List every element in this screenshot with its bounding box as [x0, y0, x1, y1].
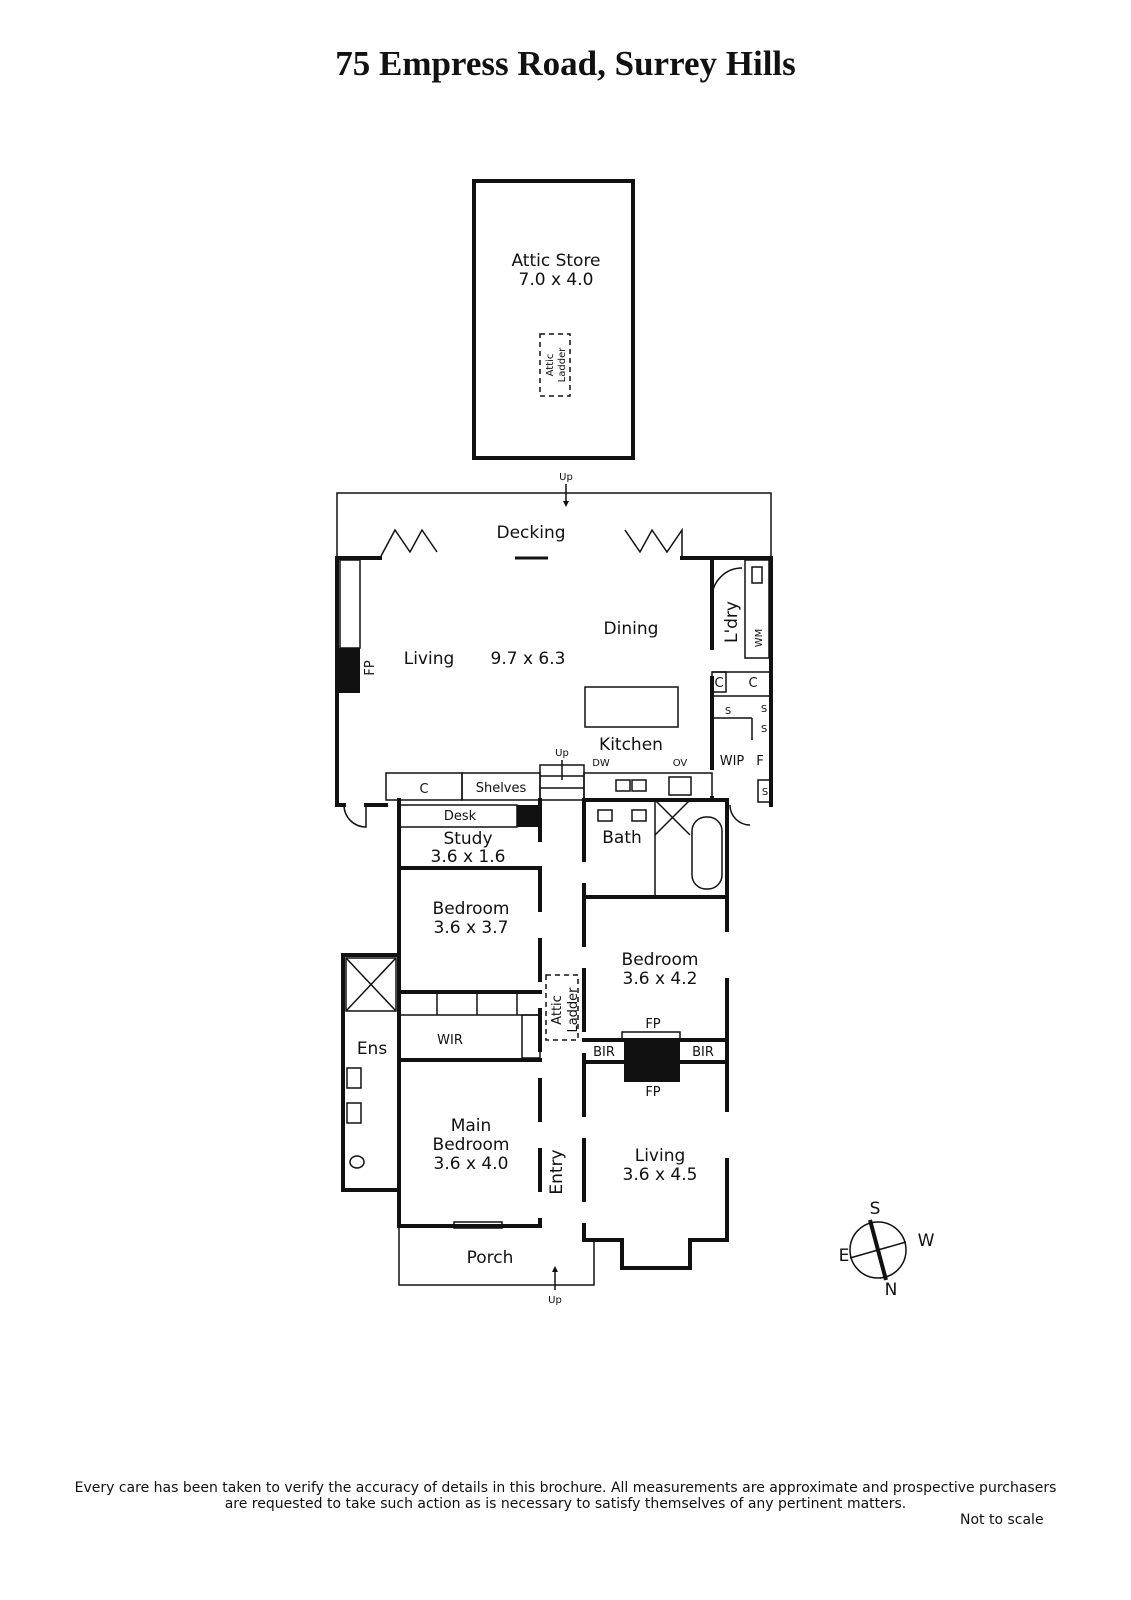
compass-west: W: [918, 1231, 935, 1251]
page-title: 75 Empress Road, Surrey Hills: [335, 44, 796, 83]
west-wing: Desk Study 3.6 x 1.6 Bedroom 3.6 x 3.7 W…: [341, 798, 581, 1229]
bir-label: BIR: [593, 1045, 615, 1060]
bath-label: Bath: [602, 828, 642, 848]
main-bedroom-size: 3.6 x 4.0: [434, 1154, 509, 1174]
up-label: Up: [555, 748, 569, 759]
main-bedroom-label: Bedroom: [433, 1135, 510, 1155]
study-size: 3.6 x 1.6: [431, 847, 506, 867]
bedroom1-size: 3.6 x 3.7: [434, 918, 509, 938]
east-wing: Bath Bedroom 3.6 x 4.2 FP BIR BIR FP Liv…: [582, 798, 729, 1270]
bedroom2-size: 3.6 x 4.2: [623, 969, 698, 989]
living2-size: 3.6 x 4.5: [623, 1165, 698, 1185]
attic-ladder-label: Ladder: [557, 347, 568, 383]
cupboard-label: C: [714, 676, 723, 691]
decking-label: Decking: [496, 523, 565, 543]
dining-label: Dining: [604, 619, 659, 639]
shelf-label: S: [762, 787, 768, 798]
compass-icon: S W E N: [839, 1199, 935, 1300]
wir-label: WIR: [437, 1033, 463, 1048]
disclaimer-line: Every care has been taken to verify the …: [74, 1480, 1057, 1496]
ensuite-label: Ens: [357, 1039, 388, 1059]
cupboard-label: C: [419, 782, 428, 797]
shelves-label: Shelves: [476, 781, 527, 796]
cupboard-label: C: [748, 676, 757, 691]
fridge-label: F: [756, 754, 763, 769]
disclaimer-line: are requested to take such action as is …: [224, 1496, 907, 1512]
entry-label: Entry: [547, 1149, 567, 1194]
compass-north: N: [885, 1280, 898, 1300]
bedroom2-label: Bedroom: [622, 950, 699, 970]
wip-label: WIP: [720, 754, 745, 769]
main-bedroom-label: Main: [451, 1116, 492, 1136]
shelf-label: S: [761, 724, 767, 735]
decking: Up Decking: [336, 472, 772, 560]
up-label: Up: [548, 1295, 562, 1306]
kitchen-label: Kitchen: [599, 735, 663, 755]
shelf-label: S: [725, 706, 731, 717]
porch-label: Porch: [467, 1248, 514, 1268]
wm-label: WM: [754, 629, 765, 648]
attic-store: Attic Store 7.0 x 4.0 Attic Ladder: [472, 179, 635, 460]
living-size: 9.7 x 6.3: [491, 649, 566, 669]
compass-east: E: [839, 1246, 850, 1266]
up-label: Up: [559, 472, 573, 483]
fireplace-label: FP: [645, 1017, 660, 1032]
kitchen-island: [584, 686, 679, 728]
dishwasher-label: DW: [592, 758, 610, 769]
oven-label: OV: [673, 758, 688, 769]
study-label: Study: [443, 829, 492, 849]
living-label: Living: [404, 649, 455, 669]
living-dining-kitchen: FP Living 9.7 x 6.3 Dining Kitchen L'dry…: [335, 527, 773, 828]
laundry-label: L'dry: [722, 601, 742, 643]
porch: Porch Up: [398, 1226, 595, 1306]
shelf-label: S: [761, 704, 767, 715]
fireplace-label: FP: [363, 660, 378, 675]
not-to-scale-note: Not to scale: [960, 1512, 1044, 1528]
desk-label: Desk: [444, 809, 477, 824]
attic-store-size: 7.0 x 4.0: [519, 270, 594, 290]
attic-ladder-label: Attic: [550, 995, 565, 1025]
living2-label: Living: [635, 1146, 686, 1166]
attic-ladder-label: Attic: [545, 354, 556, 377]
compass-south: S: [870, 1199, 881, 1219]
disclaimer: Every care has been taken to verify the …: [0, 1480, 1131, 1512]
attic-store-label: Attic Store: [511, 251, 600, 271]
fireplace-label: FP: [645, 1085, 660, 1100]
bedroom1-label: Bedroom: [433, 899, 510, 919]
bir-label: BIR: [692, 1045, 714, 1060]
